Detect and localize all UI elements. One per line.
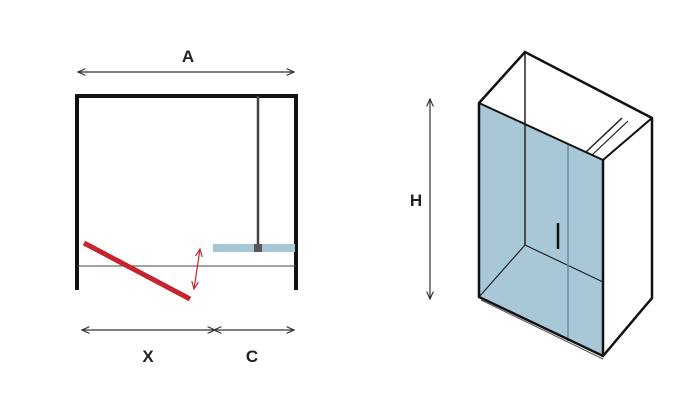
- floor-edge-back: [524, 244, 604, 283]
- plan-view: A X C: [75, 47, 298, 366]
- swing-arrow: [194, 249, 200, 289]
- label-c: C: [246, 347, 258, 366]
- floor-threshold: [480, 299, 604, 360]
- label-x: X: [142, 347, 154, 366]
- swing-door: [82, 240, 192, 302]
- label-h: H: [410, 191, 422, 210]
- enclosure-outline: [477, 50, 654, 358]
- perspective-view: H: [410, 50, 654, 360]
- front-top-edge: [478, 102, 604, 161]
- floor-edge-left: [478, 244, 526, 298]
- wall-frame: [75, 94, 298, 290]
- glass-front: [479, 103, 603, 356]
- top-profile: [585, 117, 623, 153]
- panel-bracket: [254, 244, 262, 252]
- side-top-edge: [602, 117, 653, 161]
- top-profile-inner: [591, 120, 629, 156]
- label-a: A: [182, 47, 194, 66]
